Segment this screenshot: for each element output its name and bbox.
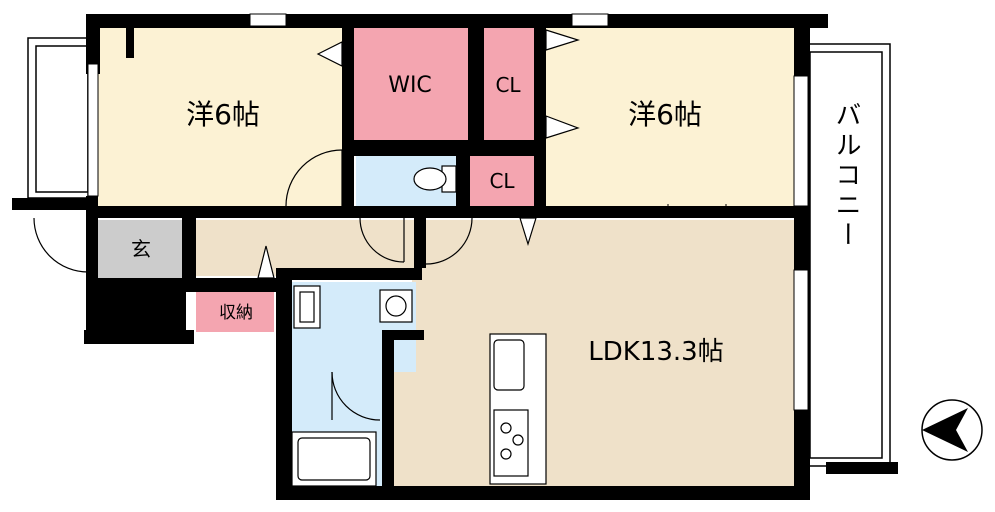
room-entrance [98, 220, 182, 278]
room-western-left [96, 26, 344, 206]
bathtub-fixture [291, 431, 377, 487]
north-arrow-icon [921, 399, 983, 461]
toilet-fixture [413, 165, 457, 193]
room-cl-lower [470, 156, 534, 206]
label-sb: SB [146, 303, 167, 322]
label-entrance: 玄 [131, 237, 151, 261]
label-cl-lower: CL [489, 169, 515, 193]
label-western-right: 洋6帖 [628, 98, 702, 131]
washbasin-fixture [293, 285, 413, 329]
room-western-right [546, 26, 794, 206]
balcony-left [27, 37, 89, 199]
label-ldk: LDK13.3帖 [588, 337, 723, 367]
room-ldk [412, 220, 794, 486]
label-western-left: 洋6帖 [186, 98, 260, 131]
doors [33, 29, 581, 421]
windows [87, 13, 809, 411]
room-wic [354, 28, 468, 142]
label-cl-upper: CL [495, 73, 521, 97]
label-balcony: バルコニー [831, 101, 861, 251]
room-storage [196, 292, 274, 332]
label-wic: WIC [388, 73, 432, 98]
sliding-door [548, 204, 794, 218]
corridor [196, 220, 412, 276]
label-storage: 収納 [219, 303, 253, 323]
kitchen-fixture [489, 333, 547, 485]
room-cl-upper [484, 28, 534, 140]
